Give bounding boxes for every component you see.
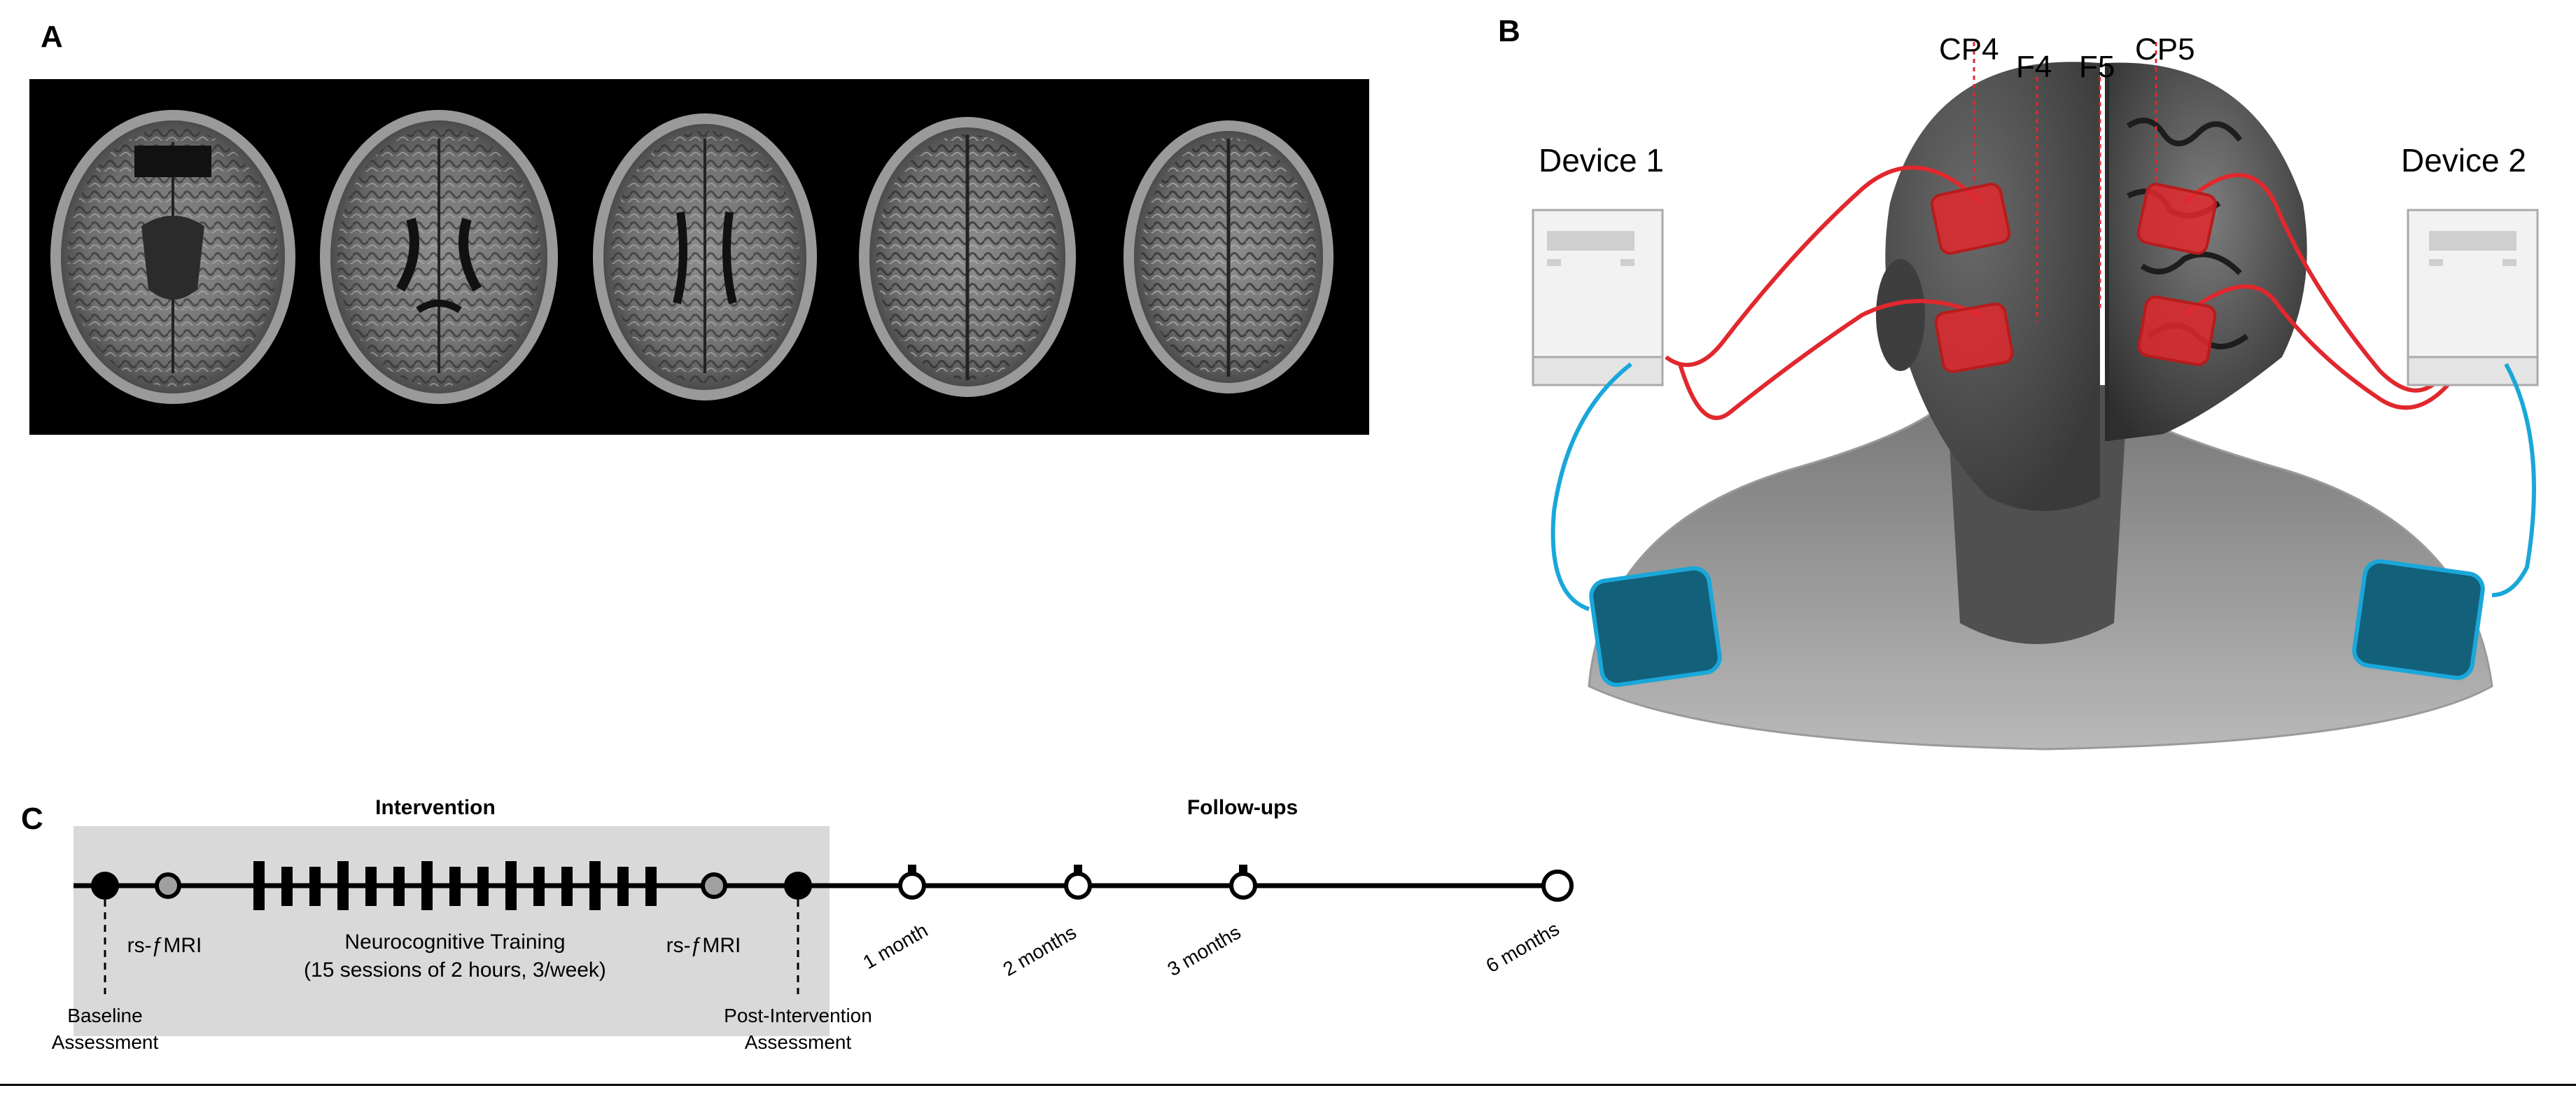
- baseline-label-line2: Assessment: [52, 1031, 159, 1053]
- training-session-bar: [365, 867, 377, 906]
- electrode-cp4: [1930, 183, 2011, 255]
- mri-slice-3: [593, 113, 817, 400]
- followup-label-1: 1 month: [860, 919, 932, 973]
- electrode-f5: [2137, 295, 2217, 366]
- followups-title: Follow-ups: [1187, 796, 1298, 819]
- followup-1-month: 1 month: [860, 865, 932, 973]
- electrode-f4: [1934, 302, 2014, 373]
- training-label-line2: (15 sessions of 2 hours, 3/week): [304, 958, 606, 982]
- training-session-bar: [561, 867, 573, 906]
- electrode-label-f5: F5: [2079, 50, 2115, 84]
- post-intervention-marker: [784, 872, 812, 900]
- intervention-title: Intervention: [375, 796, 496, 819]
- electrode-cp5: [2136, 183, 2218, 255]
- training-session-bar: [449, 867, 461, 906]
- return-electrode-left: [1589, 566, 1722, 688]
- training-label-line1: Neurocognitive Training: [344, 930, 565, 954]
- cathode-cables: [1550, 362, 2536, 611]
- device-1: [1532, 209, 1664, 386]
- rs-fmri-post-label: rs-ƒMRI: [666, 934, 741, 957]
- tdcs-montage-diagram: CP4 F4 F5 CP5 Device 1 Device 2: [1532, 32, 2539, 751]
- panel-label-b: B: [1498, 14, 1520, 48]
- followup-label-2: 2 months: [1000, 921, 1080, 980]
- mri-slice-4: [859, 117, 1076, 397]
- training-session-bar: [645, 867, 657, 906]
- training-session-bar: [337, 861, 349, 910]
- followup-label-6: 6 months: [1483, 918, 1563, 977]
- followup-label-3: 3 months: [1164, 921, 1245, 980]
- mri-slice-2: [320, 110, 558, 404]
- followup-3-months: 3 months: [1164, 865, 1257, 980]
- mri-slice-5: [1124, 120, 1334, 393]
- training-sessions: [253, 861, 657, 910]
- rs-fmri-pre-marker: [155, 872, 181, 899]
- training-session-bar: [533, 867, 545, 906]
- ear-shape: [1876, 259, 1925, 371]
- return-electrode-right: [2352, 559, 2485, 681]
- study-timeline: Intervention Follow-ups Baseline Assessm…: [52, 796, 1574, 1053]
- training-session-bar: [253, 861, 265, 910]
- mri-slice-1: [50, 110, 295, 404]
- device-2: [2407, 209, 2539, 386]
- device-1-label: Device 1: [1539, 142, 1664, 179]
- training-session-bar: [281, 867, 293, 906]
- training-session-bar: [589, 861, 601, 910]
- device-2-label: Device 2: [2401, 142, 2526, 179]
- training-session-bar: [421, 861, 433, 910]
- electrode-label-cp4: CP4: [1939, 32, 1999, 67]
- intervention-period-shade: [74, 826, 830, 1036]
- figure-bottom-rule: [0, 1084, 2576, 1086]
- training-session-bar: [309, 867, 321, 906]
- mri-slices-panel: [29, 79, 1369, 435]
- anode-cables: [1665, 165, 2466, 420]
- electrode-label-f4: F4: [2016, 50, 2052, 84]
- baseline-label-line1: Baseline: [67, 1005, 142, 1026]
- panel-label-c: C: [21, 802, 43, 836]
- baseline-marker: [91, 872, 119, 900]
- training-session-bar: [477, 867, 489, 906]
- rs-fmri-pre-label: rs-ƒMRI: [127, 934, 202, 957]
- post-label-line2: Assessment: [745, 1031, 852, 1053]
- training-session-bar: [505, 861, 517, 910]
- panel-label-a: A: [41, 20, 63, 54]
- mri-slices-image: [50, 110, 1334, 404]
- followup-2-months: 2 months: [1000, 865, 1092, 980]
- training-session-bar: [393, 867, 405, 906]
- rs-fmri-post-marker: [701, 872, 727, 899]
- training-session-bar: [617, 867, 629, 906]
- electrode-label-cp5: CP5: [2135, 32, 2195, 67]
- post-label-line1: Post-Intervention: [724, 1005, 872, 1026]
